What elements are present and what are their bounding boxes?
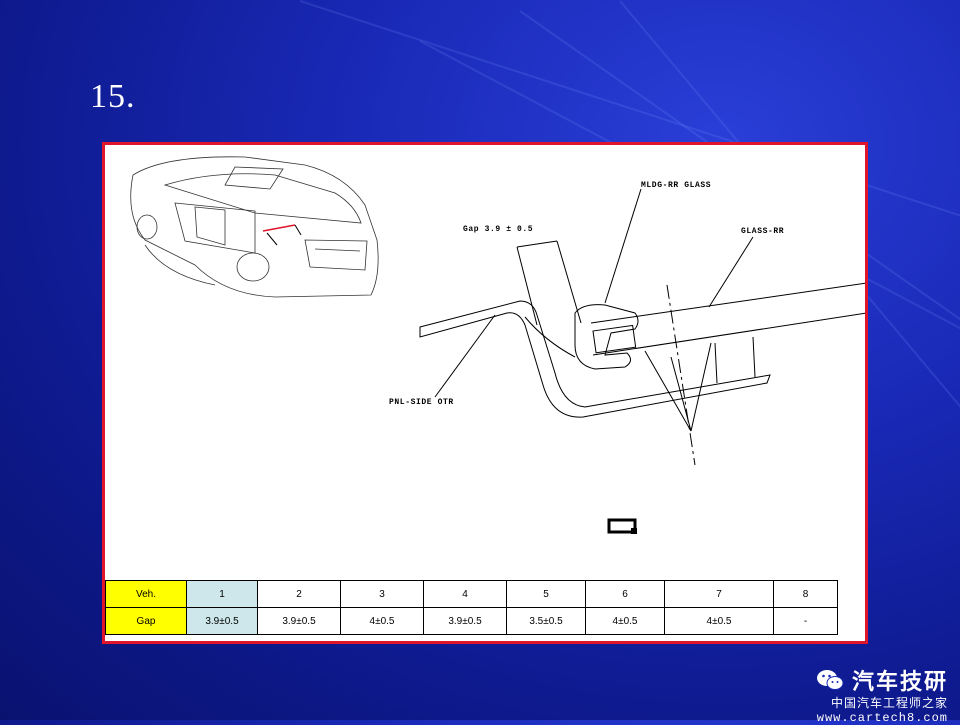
table-row: Gap 3.9±0.5 3.9±0.5 4±0.5 3.9±0.5 3.5±0.… (105, 607, 838, 635)
table-cell: Gap (105, 607, 187, 635)
watermark-subtitle: 中国汽车工程师之家 (830, 696, 948, 710)
table-header-cell: 4 (423, 580, 507, 608)
watermark-url: www.cartech8.com (816, 711, 948, 725)
wechat-icon (816, 670, 844, 690)
table-cell: 4±0.5 (585, 607, 665, 635)
car-illustration (130, 156, 379, 298)
table-header-cell: 6 (585, 580, 665, 608)
table-cell: 4±0.5 (664, 607, 774, 635)
section-diagram: MLDG-RR GLASS GLASS-RR Gap 3.9 ± 0.5 PNL… (130, 156, 865, 534)
gap-table: Veh. 1 2 3 4 5 6 7 8 Gap 3.9±0.5 3.9±0.5… (105, 580, 838, 635)
table-header-cell: 1 (186, 580, 258, 608)
table-header-cell: Veh. (105, 580, 187, 608)
table-cell: - (773, 607, 838, 635)
table-cell: 3.9±0.5 (423, 607, 507, 635)
watermark-brand: 汽车技研 (851, 669, 948, 694)
table-header-cell: 7 (664, 580, 774, 608)
table-row: Veh. 1 2 3 4 5 6 7 8 (105, 580, 838, 608)
mldg-label: MLDG-RR GLASS (641, 181, 711, 190)
table-header-cell: 5 (506, 580, 586, 608)
glass-label: GLASS-RR (741, 227, 784, 236)
cross-section (419, 188, 865, 466)
section-marker-icon (607, 518, 637, 534)
table-cell: 3.9±0.5 (186, 607, 258, 635)
table-header-cell: 3 (340, 580, 424, 608)
gap-label: Gap 3.9 ± 0.5 (463, 225, 533, 234)
table-cell: 3.9±0.5 (257, 607, 341, 635)
table-cell: 4±0.5 (340, 607, 424, 635)
table-header-cell: 8 (773, 580, 838, 608)
slide-title: 15. (90, 78, 136, 115)
diagram-frame: MLDG-RR GLASS GLASS-RR Gap 3.9 ± 0.5 PNL… (102, 142, 868, 644)
table-cell: 3.5±0.5 (506, 607, 586, 635)
watermark: 汽车技研 中国汽车工程师之家 www.cartech8.com (816, 664, 948, 725)
table-header-cell: 2 (257, 580, 341, 608)
panel-label: PNL-SIDE OTR (389, 398, 454, 407)
gap-location-marker (262, 224, 302, 246)
